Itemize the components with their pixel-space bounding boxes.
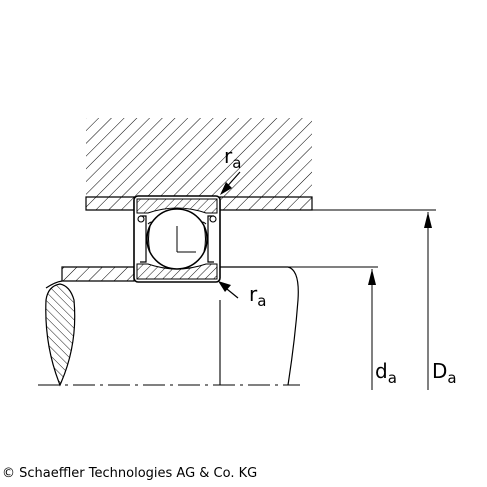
dimension-Da (220, 209, 436, 390)
copyright-notice: © Schaeffler Technologies AG & Co. KG (2, 466, 258, 481)
ra-top-leader (220, 171, 241, 195)
housing (85, 118, 313, 211)
label-Da: Da (432, 359, 457, 387)
shaft (45, 266, 299, 387)
label-ra-top: ra (224, 144, 241, 172)
bearing (133, 195, 221, 283)
ra-bottom-leader (218, 281, 239, 299)
label-ra-bottom: ra (249, 282, 266, 310)
shaft-shoulder (61, 266, 135, 282)
label-da: da (375, 359, 397, 387)
dimension-da (288, 266, 378, 390)
